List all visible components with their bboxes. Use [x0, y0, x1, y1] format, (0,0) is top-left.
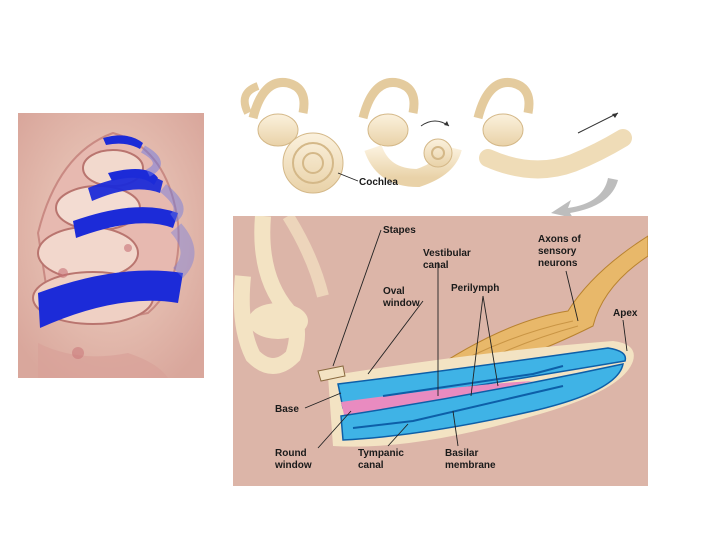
oval-window-label-2: window	[382, 298, 420, 309]
basilar-membrane-label-1: Basilar	[445, 448, 478, 459]
axons-label-2: sensory	[538, 246, 577, 257]
inner-ear-uncoiling	[363, 82, 453, 178]
cochlea-unrolling-sequence: Cochlea	[233, 68, 635, 218]
perilymph-label: Perilymph	[451, 283, 499, 294]
inner-ear-coiled	[245, 82, 343, 193]
transition-arrow	[551, 178, 618, 218]
cochlea-leader	[338, 173, 358, 181]
round-window-label-1: Round	[275, 448, 307, 459]
cochlea-diagram-illustration: Stapes Vestibular canal Axons of sensory…	[233, 216, 648, 486]
vestibular-canal-label-2: canal	[423, 260, 449, 271]
oval-window-label-1: Oval	[383, 286, 405, 297]
round-window-label-2: window	[274, 460, 312, 471]
base-label: Base	[275, 404, 299, 415]
tympanic-canal-label-1: Tympanic	[358, 448, 404, 459]
histology-illustration	[18, 113, 204, 378]
cochlea-histology-image	[18, 113, 204, 378]
axons-label-1: Axons of	[538, 234, 581, 245]
vestibular-canal-label-1: Vestibular	[423, 248, 471, 259]
apex-label: Apex	[613, 308, 638, 319]
inner-ear-uncoiled	[478, 82, 623, 169]
cochlea-structure-diagram: Stapes Vestibular canal Axons of sensory…	[233, 216, 648, 486]
cochlea-label: Cochlea	[359, 177, 398, 188]
unrolling-illustration: Cochlea	[233, 68, 635, 218]
basilar-membrane-label-2: membrane	[445, 460, 496, 471]
axons-label-3: neurons	[538, 258, 578, 269]
tympanic-canal-label-2: canal	[358, 460, 384, 471]
stapes-label: Stapes	[383, 225, 416, 236]
